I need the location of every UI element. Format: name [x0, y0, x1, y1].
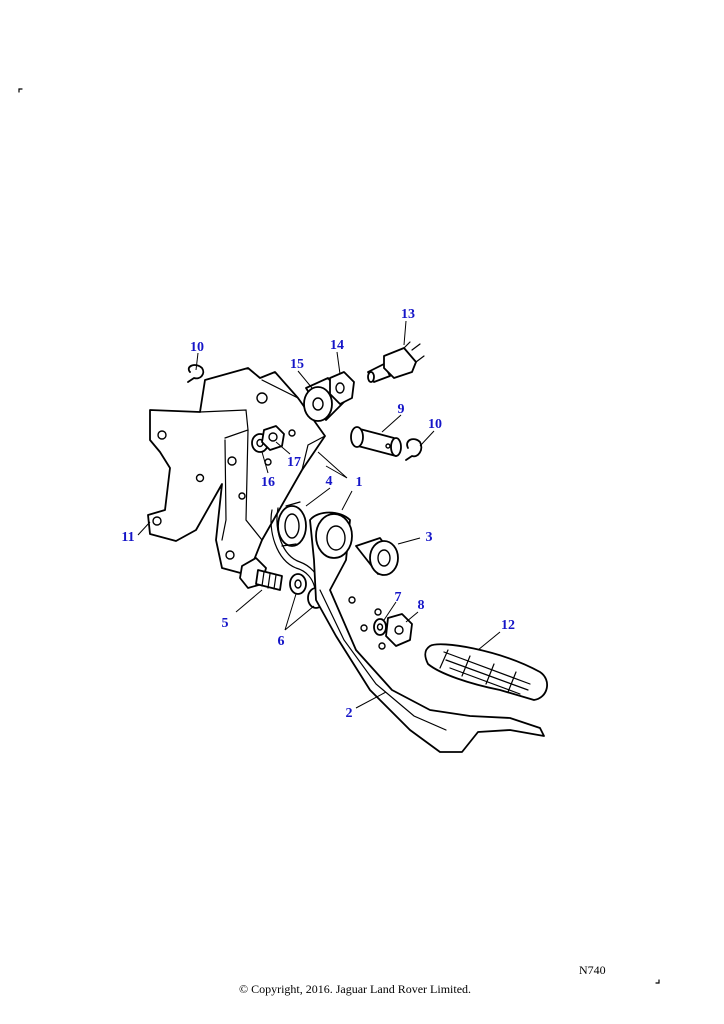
washer	[373, 618, 387, 636]
illustration-code: N740	[579, 963, 606, 977]
callout-1: 1	[356, 475, 363, 490]
callout-3: 3	[426, 530, 433, 545]
callout-4: 4	[326, 474, 333, 489]
callout-17: 17	[287, 455, 301, 470]
callout-9: 9	[398, 402, 405, 417]
copyright-notice: © Copyright, 2016. Jaguar Land Rover Lim…	[238, 982, 472, 996]
spring-clip	[187, 364, 205, 383]
callout-12: 12	[501, 618, 515, 633]
pivot-bolt	[239, 557, 283, 591]
mounting-bracket	[147, 367, 326, 576]
callout-8: 8	[418, 598, 425, 613]
spring-clip-right	[405, 438, 423, 461]
clutch-pedal-arm	[309, 511, 545, 753]
pivot-bush	[277, 501, 307, 547]
pedal-pad	[424, 643, 548, 701]
pedal-switch	[367, 341, 425, 383]
callout-10-top: 10	[190, 340, 204, 355]
callout-13: 13	[401, 307, 415, 322]
callout-16: 16	[261, 475, 275, 490]
switch-locknut	[329, 371, 355, 405]
leader-lines	[137, 320, 501, 709]
callout-14: 14	[330, 338, 344, 353]
callout-5: 5	[222, 616, 229, 631]
callout-6: 6	[278, 634, 285, 649]
callout-15: 15	[290, 357, 304, 372]
crop-mark-bottom-right	[655, 979, 660, 984]
clevis-pin	[350, 426, 402, 457]
callout-11: 11	[121, 530, 134, 545]
callout-10-right: 10	[428, 417, 442, 432]
pedal-bush	[355, 537, 399, 576]
pedal-nut	[385, 613, 413, 647]
callout-2: 2	[346, 706, 353, 721]
callout-7: 7	[395, 590, 402, 605]
crop-mark-top-left	[18, 88, 23, 93]
